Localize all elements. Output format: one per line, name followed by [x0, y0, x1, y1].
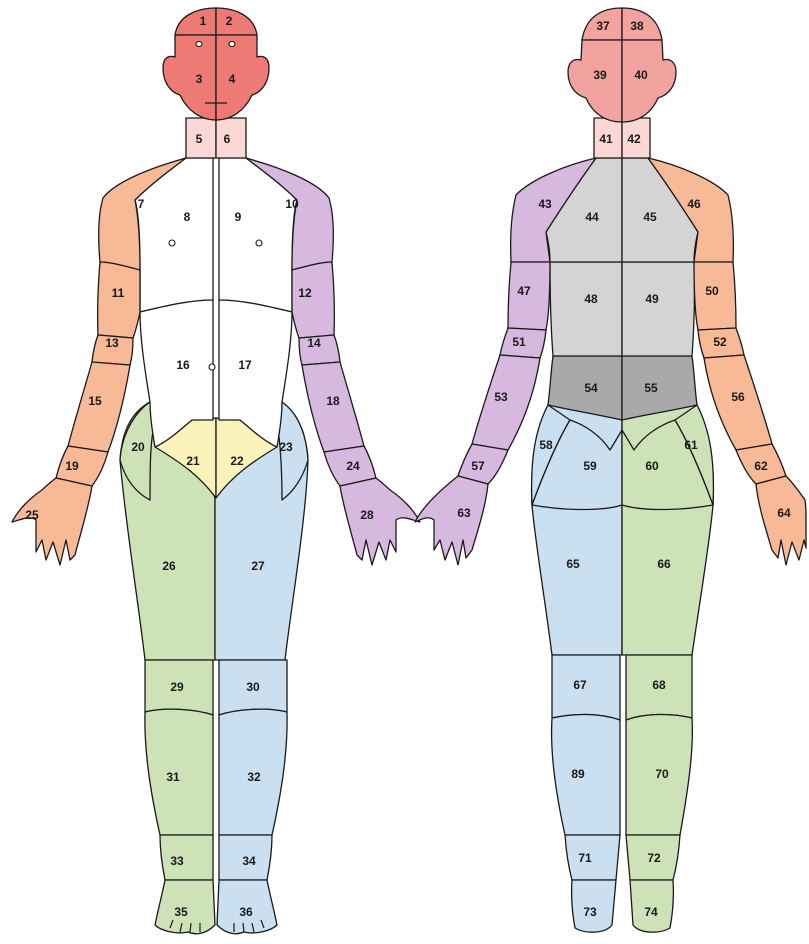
eye-left-icon — [196, 42, 202, 47]
label-61: 61 — [684, 438, 698, 452]
label-35: 35 — [174, 905, 188, 919]
label-29: 29 — [170, 680, 184, 694]
region-48[interactable] — [550, 262, 622, 356]
label-59: 59 — [583, 459, 597, 473]
label-73: 73 — [583, 905, 597, 919]
label-57: 57 — [471, 459, 485, 473]
label-4: 4 — [229, 72, 236, 86]
label-21: 21 — [186, 454, 200, 468]
label-28: 28 — [360, 508, 374, 522]
label-69: 89 — [571, 767, 585, 781]
label-1: 1 — [200, 14, 207, 28]
label-30: 30 — [246, 680, 260, 694]
label-3: 3 — [196, 72, 203, 86]
region-2[interactable] — [216, 8, 257, 35]
label-49: 49 — [645, 292, 659, 306]
label-37: 37 — [596, 19, 610, 33]
label-14: 14 — [307, 336, 321, 350]
label-39: 39 — [593, 68, 607, 82]
region-63[interactable] — [415, 476, 488, 565]
label-43: 43 — [538, 197, 552, 211]
label-20: 20 — [131, 440, 145, 454]
label-12: 12 — [298, 286, 312, 300]
label-45: 45 — [643, 210, 657, 224]
label-74: 74 — [644, 905, 658, 919]
label-27: 27 — [251, 559, 265, 573]
label-25: 25 — [25, 508, 39, 522]
label-16: 16 — [176, 358, 190, 372]
label-70: 70 — [655, 767, 669, 781]
label-2: 2 — [226, 14, 233, 28]
label-18: 18 — [326, 394, 340, 408]
label-24: 24 — [346, 459, 360, 473]
label-47: 47 — [517, 284, 531, 298]
label-48: 48 — [584, 292, 598, 306]
label-68: 68 — [652, 678, 666, 692]
label-38: 38 — [630, 19, 644, 33]
label-64: 64 — [777, 506, 791, 520]
label-46: 46 — [687, 197, 701, 211]
nipple-left-icon — [169, 240, 175, 246]
nipple-right-icon — [256, 240, 262, 246]
region-1[interactable] — [175, 8, 216, 35]
region-28[interactable] — [340, 478, 420, 565]
label-54: 54 — [584, 381, 598, 395]
label-17: 17 — [238, 358, 252, 372]
label-63: 63 — [457, 506, 471, 520]
region-71[interactable] — [565, 835, 620, 880]
label-34: 34 — [242, 854, 256, 868]
eye-right-icon — [229, 42, 235, 47]
label-60: 60 — [645, 459, 659, 473]
label-9: 9 — [235, 210, 242, 224]
label-44: 44 — [585, 210, 599, 224]
label-40: 40 — [634, 68, 648, 82]
label-53: 53 — [494, 390, 508, 404]
label-13: 13 — [105, 336, 119, 350]
navel-icon — [209, 364, 215, 370]
label-52: 52 — [713, 335, 727, 349]
label-7: 7 — [138, 197, 145, 211]
label-56: 56 — [731, 390, 745, 404]
label-19: 19 — [65, 459, 79, 473]
label-41: 41 — [599, 132, 613, 146]
label-36: 36 — [239, 905, 253, 919]
label-26: 26 — [162, 559, 176, 573]
label-31: 31 — [166, 770, 180, 784]
region-49[interactable] — [622, 262, 694, 356]
label-66: 66 — [657, 557, 671, 571]
region-40[interactable] — [622, 40, 676, 122]
label-58: 58 — [539, 438, 553, 452]
region-4[interactable] — [216, 35, 269, 120]
label-42: 42 — [627, 132, 641, 146]
region-64[interactable] — [756, 476, 806, 565]
region-69[interactable] — [552, 714, 620, 835]
label-22: 22 — [230, 454, 244, 468]
label-50: 50 — [705, 284, 719, 298]
region-25[interactable] — [12, 478, 92, 565]
label-67: 67 — [573, 678, 587, 692]
label-33: 33 — [170, 854, 184, 868]
label-6: 6 — [224, 132, 231, 146]
label-15: 15 — [88, 394, 102, 408]
label-62: 62 — [754, 459, 768, 473]
label-23: 23 — [279, 440, 293, 454]
region-6[interactable] — [216, 118, 246, 158]
region-33[interactable] — [160, 835, 213, 880]
label-51: 51 — [512, 335, 526, 349]
label-71: 71 — [578, 851, 592, 865]
label-72: 72 — [647, 851, 661, 865]
label-32: 32 — [247, 770, 261, 784]
label-8: 8 — [184, 210, 191, 224]
label-55: 55 — [644, 381, 658, 395]
label-5: 5 — [196, 132, 203, 146]
label-10: 10 — [285, 197, 299, 211]
label-11: 11 — [112, 286, 125, 300]
label-65: 65 — [566, 557, 580, 571]
region-3[interactable] — [163, 35, 216, 120]
